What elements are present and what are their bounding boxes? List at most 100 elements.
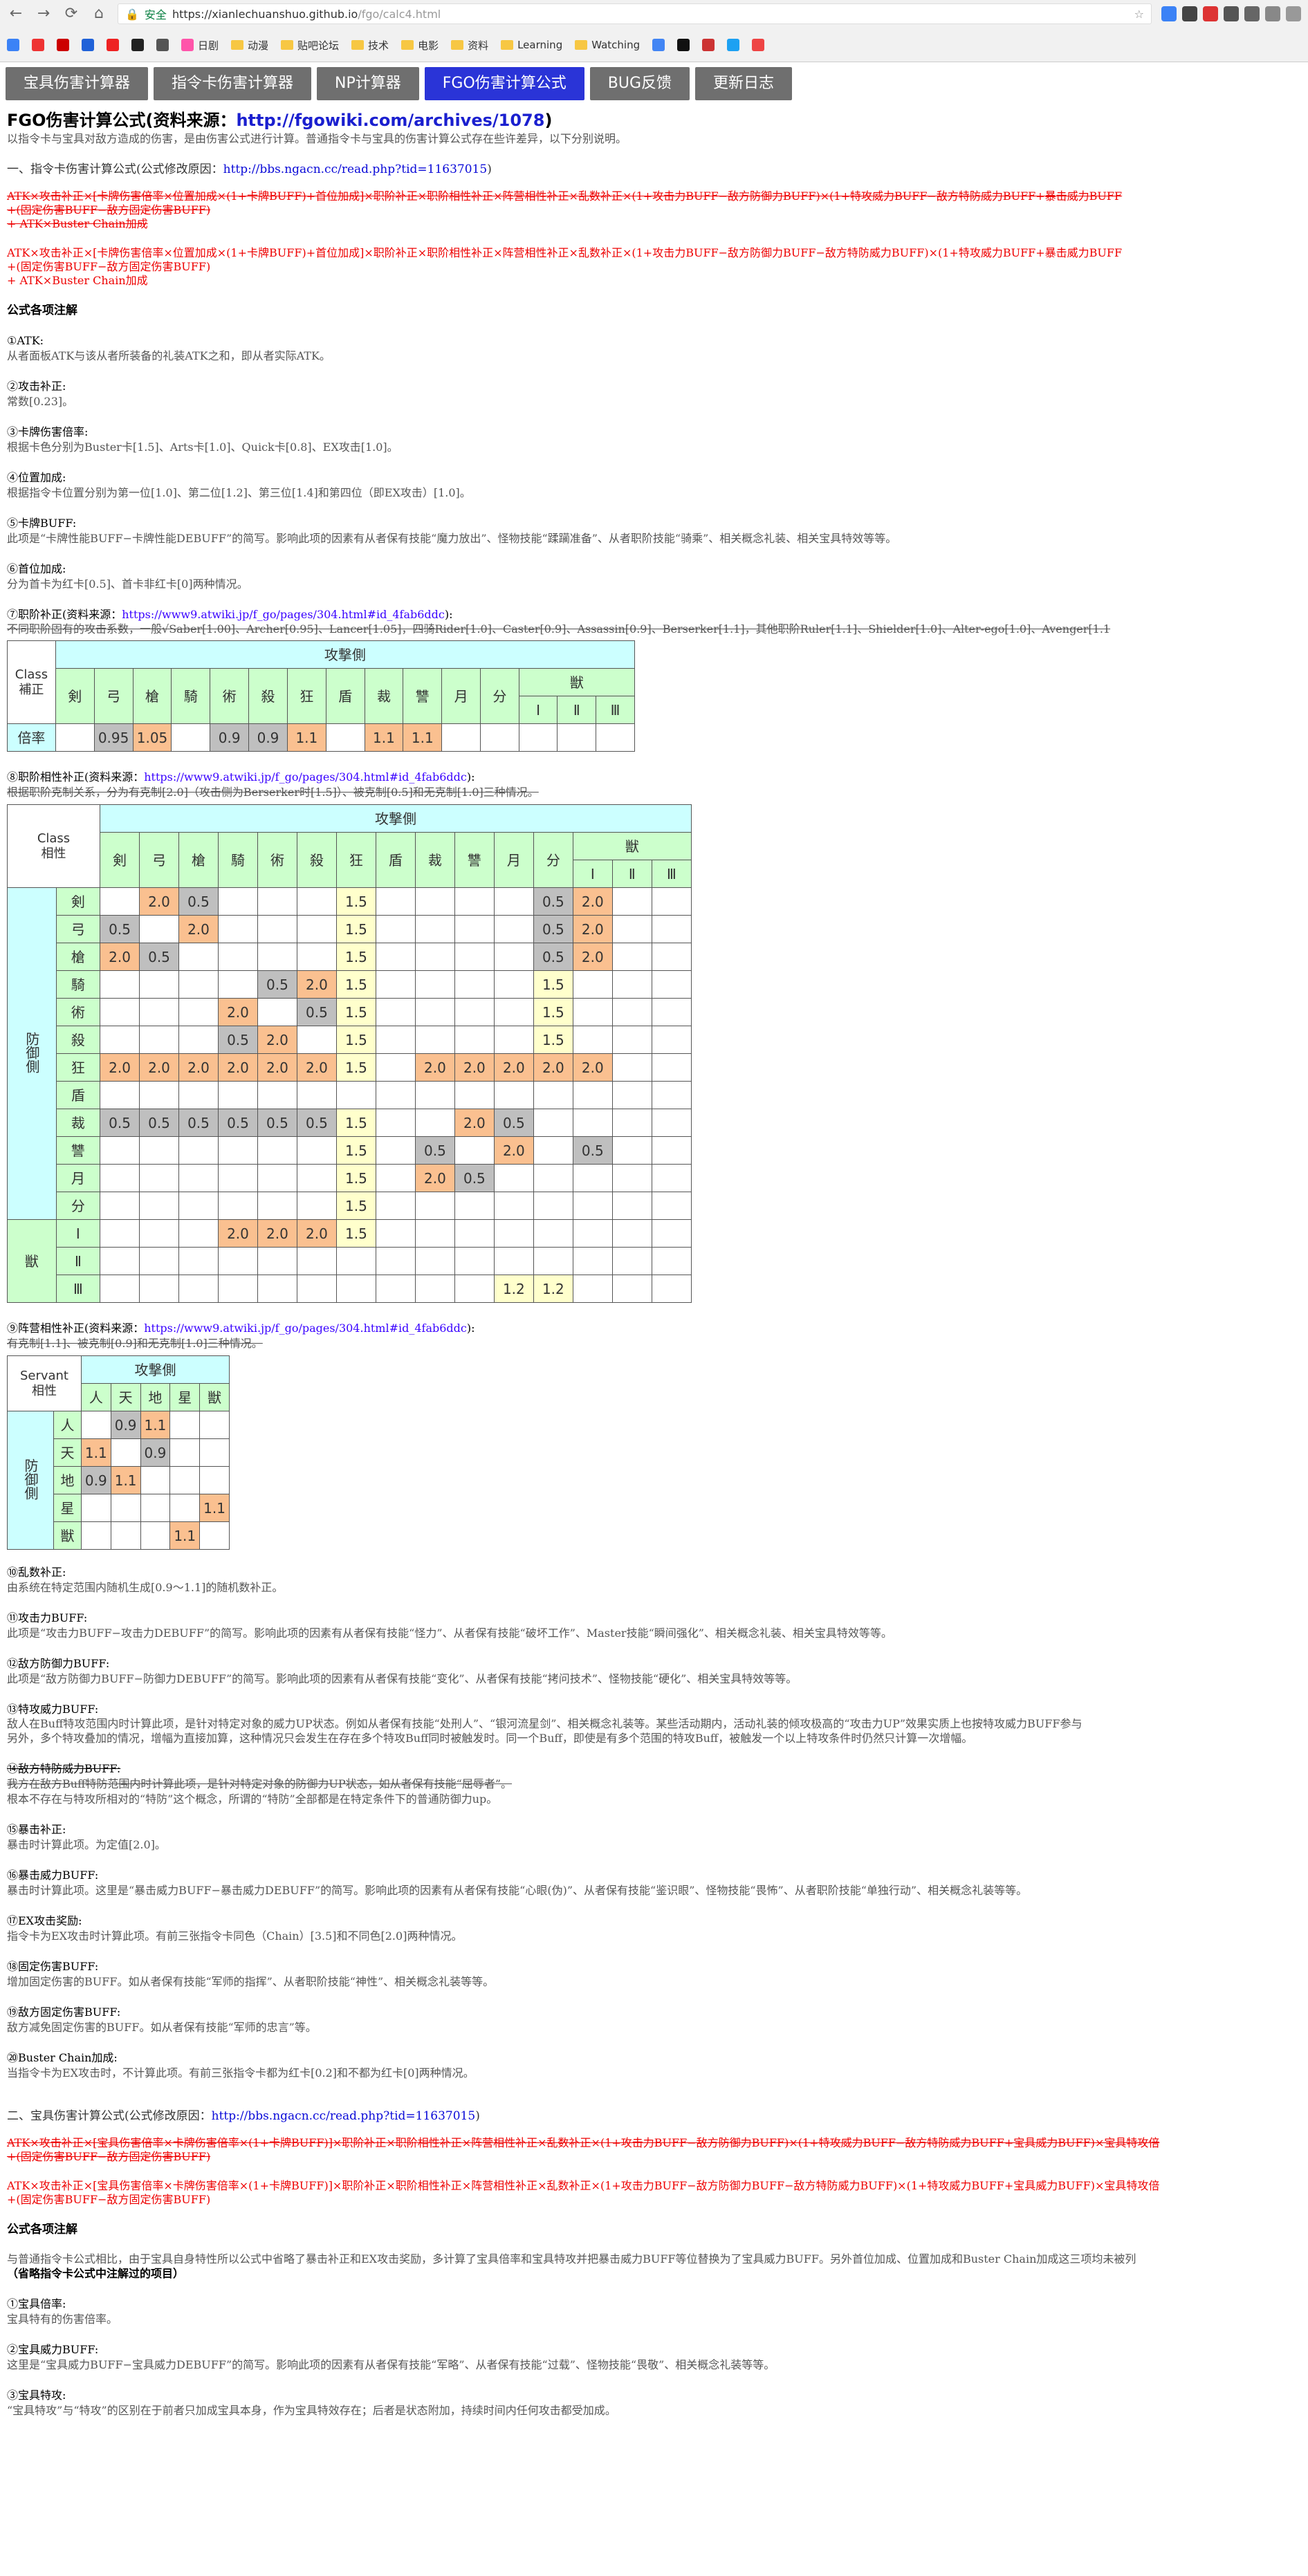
class-header: 術 — [210, 668, 250, 724]
source-link[interactable]: https://www9.atwiki.jp/f_go/pages/304.ht… — [144, 1322, 467, 1335]
reason-link[interactable]: http://bbs.ngacn.cc/read.php?tid=1163701… — [211, 2109, 476, 2123]
table-cell — [414, 1275, 455, 1303]
forward-icon[interactable]: → — [37, 5, 50, 22]
table-cell: 0.5 — [139, 943, 179, 971]
table-cell: 0.95 — [93, 723, 133, 752]
menu-icon[interactable] — [1286, 6, 1301, 21]
bookmark-icon[interactable] — [156, 39, 169, 51]
table-cell: 2.0 — [217, 1053, 258, 1082]
table-cell — [611, 1109, 652, 1137]
table-cell: 2.0 — [217, 998, 258, 1026]
bookmark-folder[interactable]: 电影 — [401, 38, 439, 53]
tab-card-damage-calc[interactable]: 指令卡伤害计算器 — [154, 67, 312, 100]
extension-icon[interactable] — [1161, 6, 1177, 21]
class-header: 剣 — [55, 668, 95, 724]
source-link[interactable]: https://www9.atwiki.jp/f_go/pages/304.ht… — [122, 608, 445, 621]
table-cell: 1.05 — [132, 723, 172, 752]
google-icon[interactable] — [652, 39, 665, 51]
note-ex-bonus: ⑰EX攻击奖励:指令卡为EX攻击时计算此项。有前三张指令卡同色（Chain）[3… — [7, 1914, 1301, 1944]
note-desc: 这里是“宝具威力BUFF−宝具威力DEBUFF”的简写。影响此项的因素有从者保有… — [7, 2358, 775, 2371]
tab-np-damage-calc[interactable]: 宝具伤害计算器 — [6, 67, 149, 100]
home-icon[interactable]: ⌂ — [94, 5, 104, 22]
bookmark-folder[interactable]: Learning — [501, 39, 562, 51]
page-title-text: FGO伤害计算公式(资料来源： — [7, 111, 237, 130]
bookmark-icon[interactable] — [82, 39, 94, 51]
table-cell — [257, 943, 297, 971]
beast-sub-header: Ⅲ — [596, 696, 635, 724]
class-header: 殺 — [248, 668, 288, 724]
extension-icon[interactable] — [1224, 6, 1239, 21]
star-icon[interactable]: ☆ — [1134, 7, 1144, 21]
tab-damage-formula[interactable]: FGO伤害计算公式 — [424, 67, 584, 100]
note-desc: 常数[0.23]。 — [7, 395, 74, 408]
table-cell — [100, 1247, 140, 1275]
address-bar[interactable]: 🔒 安全 https://xianlechuanshuo.github.io/f… — [118, 3, 1152, 24]
table-cell — [414, 887, 455, 916]
section-heading-np: 二、宝具伤害计算公式(公式修改原因：http://bbs.ngacn.cc/re… — [7, 2109, 1301, 2124]
row-label: 騎 — [55, 970, 101, 999]
github-icon[interactable] — [131, 39, 144, 51]
table-cell: 1.2 — [533, 1275, 573, 1303]
tab-changelog[interactable]: 更新日志 — [695, 67, 793, 100]
table-cell: 0.5 — [296, 1109, 337, 1137]
col-header: 剣 — [100, 832, 140, 888]
table-cell — [493, 1081, 534, 1109]
table-cell — [257, 1247, 297, 1275]
note-attack-coef: ②攻击补正:常数[0.23]。 — [7, 379, 1301, 409]
table-cell — [55, 723, 95, 752]
row-label: 弓 — [55, 915, 101, 943]
opera-icon[interactable] — [1203, 6, 1218, 21]
bookmark-icon[interactable] — [752, 39, 765, 51]
bookmark-item[interactable]: 日剧 — [181, 38, 219, 53]
back-icon[interactable]: ← — [9, 5, 23, 22]
bookmark-folder[interactable]: 贴吧论坛 — [281, 38, 339, 53]
bookmark-icon[interactable] — [677, 39, 690, 51]
apps-icon[interactable] — [7, 39, 19, 51]
source-link[interactable]: https://www9.atwiki.jp/f_go/pages/304.ht… — [144, 770, 467, 784]
note-title: ①ATK: — [7, 334, 44, 347]
tab-bug-report[interactable]: BUG反馈 — [589, 67, 690, 100]
bookmark-icon[interactable] — [57, 39, 69, 51]
table-cell — [454, 998, 495, 1026]
table-cell: 2.0 — [257, 1026, 297, 1054]
bookmark-folder[interactable]: 动漫 — [231, 38, 268, 53]
bookmark-folder[interactable]: Watching — [575, 39, 640, 51]
bookmark-folder[interactable]: 资料 — [451, 38, 488, 53]
extension-icon[interactable] — [1265, 6, 1280, 21]
note-random: ⑩乱数补正:由系统在特定范围内随机生成[0.9～1.1]的随机数补正。 — [7, 1565, 1301, 1595]
attack-header: 攻撃側 — [80, 1355, 230, 1384]
table-cell — [533, 1081, 573, 1109]
table-cell: 1.1 — [199, 1494, 230, 1522]
table-cell — [100, 970, 140, 999]
note-title: ⑩乱数补正: — [7, 1566, 66, 1579]
table-cell: 1.5 — [335, 915, 376, 943]
reason-link[interactable]: http://bbs.ngacn.cc/read.php?tid=1163701… — [223, 163, 488, 176]
youtube-icon[interactable] — [107, 39, 119, 51]
reload-icon[interactable]: ⟳ — [64, 5, 78, 22]
bookmark-folder[interactable]: 技术 — [351, 38, 389, 53]
extension-icon[interactable] — [1182, 6, 1197, 21]
table-cell — [257, 998, 297, 1026]
table-cell — [414, 1192, 455, 1220]
table-cell — [454, 1275, 495, 1303]
bookmark-icon[interactable] — [702, 39, 715, 51]
attack-header: 攻撃側 — [55, 640, 636, 669]
bookmark-icon[interactable] — [32, 39, 44, 51]
table-cell — [572, 1192, 613, 1220]
extension-icon[interactable] — [1244, 6, 1260, 21]
row-label: 槍 — [55, 943, 101, 971]
table-cell — [414, 1247, 455, 1275]
table-cell — [611, 1275, 652, 1303]
table-cell: 1.5 — [335, 943, 376, 971]
table-cell — [454, 943, 495, 971]
note-special-def: ⑭敌方特防威力BUFF:我方在敌方Buff特防范围内时计算此项，是针对特定对象的… — [7, 1761, 1301, 1807]
tab-np-calc[interactable]: NP计算器 — [317, 67, 419, 100]
table-cell — [557, 723, 597, 752]
table-cell — [257, 1136, 297, 1165]
row-label: 天 — [53, 1438, 82, 1467]
bookmark-icon[interactable] — [727, 39, 740, 51]
table-cell — [169, 1411, 201, 1439]
col-header: 獣 — [199, 1383, 230, 1411]
note-title: ③宝具特攻: — [7, 2389, 66, 2402]
source-link[interactable]: http://fgowiki.com/archives/1078 — [236, 111, 545, 130]
